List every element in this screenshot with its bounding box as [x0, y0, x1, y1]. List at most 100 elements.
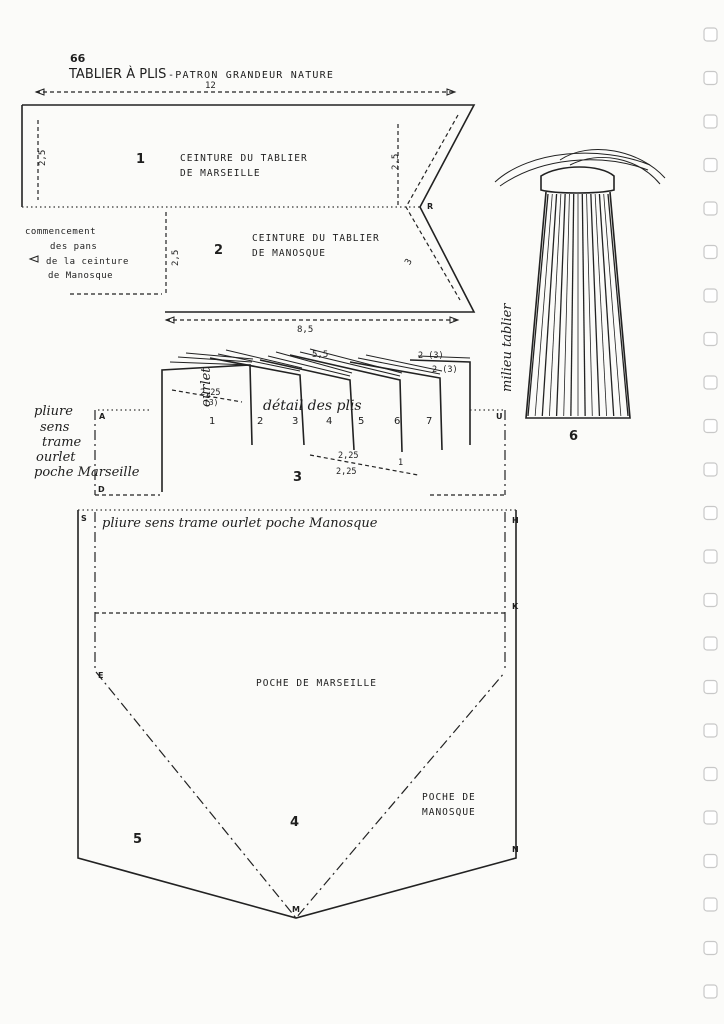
pleat-line	[555, 193, 566, 417]
point-k: K	[512, 602, 519, 611]
piece-5-number: 5	[133, 832, 142, 847]
pleat-dim-mid3: 1	[398, 458, 403, 468]
binder-hole	[703, 244, 718, 260]
sketch-waistband	[540, 166, 615, 194]
side-note-1: pliure	[34, 404, 73, 419]
binder-hole	[703, 331, 718, 347]
pleat-line	[607, 193, 629, 417]
side-note-3: trame	[42, 435, 82, 450]
pleat-number-5: 5	[358, 416, 364, 427]
page-number: 66	[70, 52, 86, 65]
sketch-pleat-lines	[527, 193, 629, 417]
dim-label-diag: 3	[403, 257, 414, 267]
label-poche-manosque-line2: MANOSQUE	[422, 807, 476, 818]
binder-hole	[703, 114, 718, 129]
label-detail-des-plis: détail des plis	[263, 398, 362, 414]
dim-label-left: 2,5	[38, 150, 48, 166]
pleat-dim-line-mid	[309, 454, 419, 476]
pleat-line	[570, 193, 575, 417]
page-subtitle: -PATRON GRANDEUR NATURE	[168, 70, 334, 81]
label-milieu-tablier: milieu tablier	[500, 303, 515, 392]
point-s: S	[81, 514, 87, 523]
binder-hole	[703, 940, 718, 956]
dim-label-8-5: 8,5	[297, 325, 313, 335]
pocket-inner-sides	[94, 512, 506, 672]
binder-hole	[703, 549, 718, 564]
pleat-number-4: 4	[326, 416, 332, 427]
binder-hole	[703, 810, 718, 825]
binder-hole	[703, 853, 718, 869]
pleat-number-2: 2	[257, 416, 263, 427]
dim-label-left2: 2,5	[171, 250, 181, 266]
pleat-number-7: 7	[426, 416, 432, 427]
sketch-apron-body	[525, 191, 631, 419]
label-poche-manosque-line1: POCHE DE	[422, 792, 476, 803]
pleat-dim-mid1: 2,25	[338, 451, 358, 461]
binder-hole	[703, 592, 718, 608]
point-m: M	[292, 905, 300, 914]
pleat-dim-left-b: (3)	[204, 398, 218, 407]
binder-hole	[703, 984, 718, 999]
point-a: A	[99, 412, 106, 421]
side-note-5: poche Marseille	[34, 465, 140, 480]
dim-label-12: 12	[205, 81, 216, 91]
piece-2-label-line2: DE MANOSQUE	[252, 248, 326, 259]
belt-note-line1: commencement	[25, 227, 96, 237]
pleat-folds	[161, 348, 471, 492]
pleat-line	[549, 193, 562, 417]
piece-3-number: 3	[293, 470, 302, 485]
binder-hole	[703, 897, 718, 912]
pocket-outline	[77, 510, 517, 919]
pleat-dim-left-a: 2,25	[200, 388, 220, 398]
pleat-line	[541, 193, 558, 417]
binder-hole	[703, 462, 718, 477]
piece-1-label-line1: CEINTURE DU TABLIER	[180, 153, 308, 164]
piece-2-label-line1: CEINTURE DU TABLIER	[252, 233, 380, 244]
page-header: 66 TABLIER À PLIS -PATRON GRANDEUR NATUR…	[68, 52, 334, 82]
sketch-tie-left-inner	[499, 159, 649, 187]
binder-hole	[703, 70, 718, 86]
binder-hole	[703, 157, 718, 173]
belt-pattern: 12 2,5 1 CEINTURE DU TABLIER DE MARSEILL…	[21, 81, 476, 335]
point-u: U	[496, 412, 503, 421]
label-ourlet: ourlet	[199, 367, 214, 407]
binder-hole	[703, 723, 718, 738]
pocket-diagonals	[95, 671, 506, 919]
belt-outline	[22, 104, 476, 313]
pleat-dim-right1: 2 (3)	[418, 351, 444, 361]
sketch-tie-right	[559, 149, 666, 179]
pleat-dim-top: 5,5	[312, 350, 328, 360]
binder-hole	[703, 288, 718, 303]
belt-note-line4: de Manosque	[48, 271, 113, 281]
binder-hole	[703, 636, 718, 651]
binder-hole	[703, 201, 718, 216]
page-title: TABLIER À PLIS	[68, 66, 166, 82]
label-poche-marseille: POCHE DE MARSEILLE	[256, 678, 377, 689]
point-h: H	[512, 516, 519, 525]
sketch-tie-left	[494, 152, 651, 183]
binder-hole	[703, 766, 718, 782]
pleat-dim-right2: 2 (3)	[432, 365, 458, 375]
binder-hole	[703, 679, 718, 695]
apron-sketch: 6	[494, 149, 666, 444]
figure-6-number: 6	[569, 429, 578, 444]
dim-arrows-12	[34, 88, 457, 96]
sketch-tie-right-inner	[569, 157, 661, 185]
dim-arrows-8-5	[164, 316, 460, 324]
pleat-line	[594, 193, 607, 417]
pleat-line	[603, 193, 622, 417]
pleat-number-1: 1	[209, 416, 215, 427]
piece-2-number: 2	[214, 243, 223, 258]
binder-hole	[703, 27, 718, 42]
note-arrow	[28, 255, 39, 263]
dim-label-right: 2,5	[391, 154, 401, 170]
piece-1-number: 1	[136, 152, 145, 167]
pleat-line	[598, 193, 615, 417]
pleat-side-edges	[94, 410, 506, 495]
binder-hole	[703, 375, 718, 390]
pleat-line	[590, 193, 601, 417]
binder-hole	[703, 418, 718, 434]
pleat-line	[563, 193, 570, 417]
pleat-number-3: 3	[292, 416, 298, 427]
